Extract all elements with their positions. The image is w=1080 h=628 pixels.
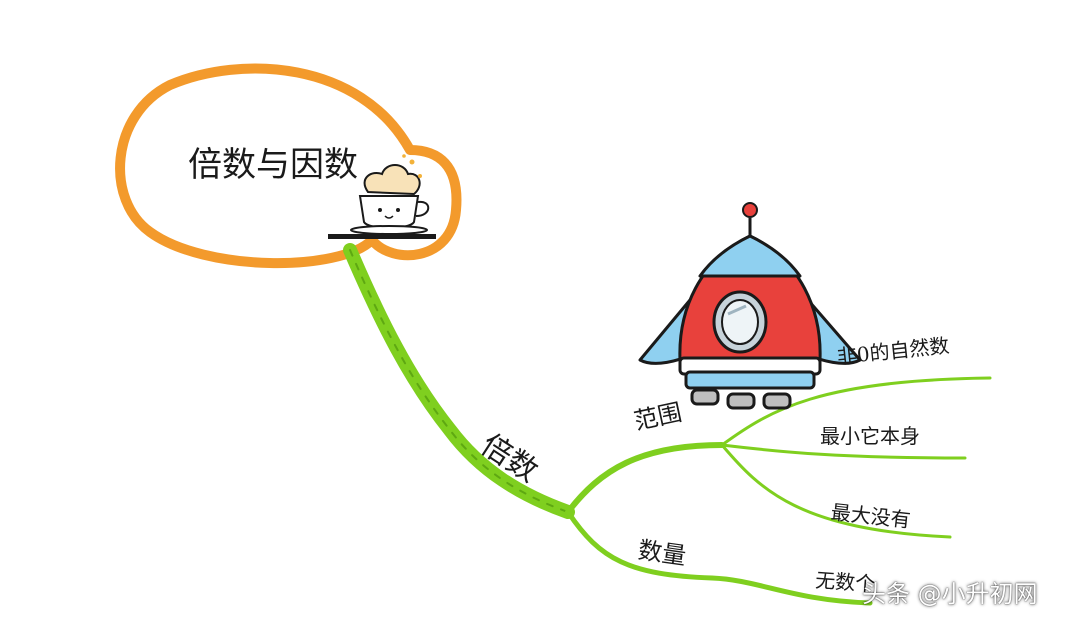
leaf-label-min-itself[interactable]: 最小它本身 xyxy=(820,424,920,448)
coffee-cup-icon xyxy=(328,154,436,239)
root-node-label[interactable]: 倍数与因数 xyxy=(188,145,358,185)
sub-branch-label-quantity[interactable]: 数量 xyxy=(636,536,688,571)
main-branch-line xyxy=(343,243,575,519)
watermark-text: 头条 @小升初网 xyxy=(862,580,1038,608)
rocket-icon xyxy=(638,202,862,410)
sub-branch-lines xyxy=(565,376,992,606)
